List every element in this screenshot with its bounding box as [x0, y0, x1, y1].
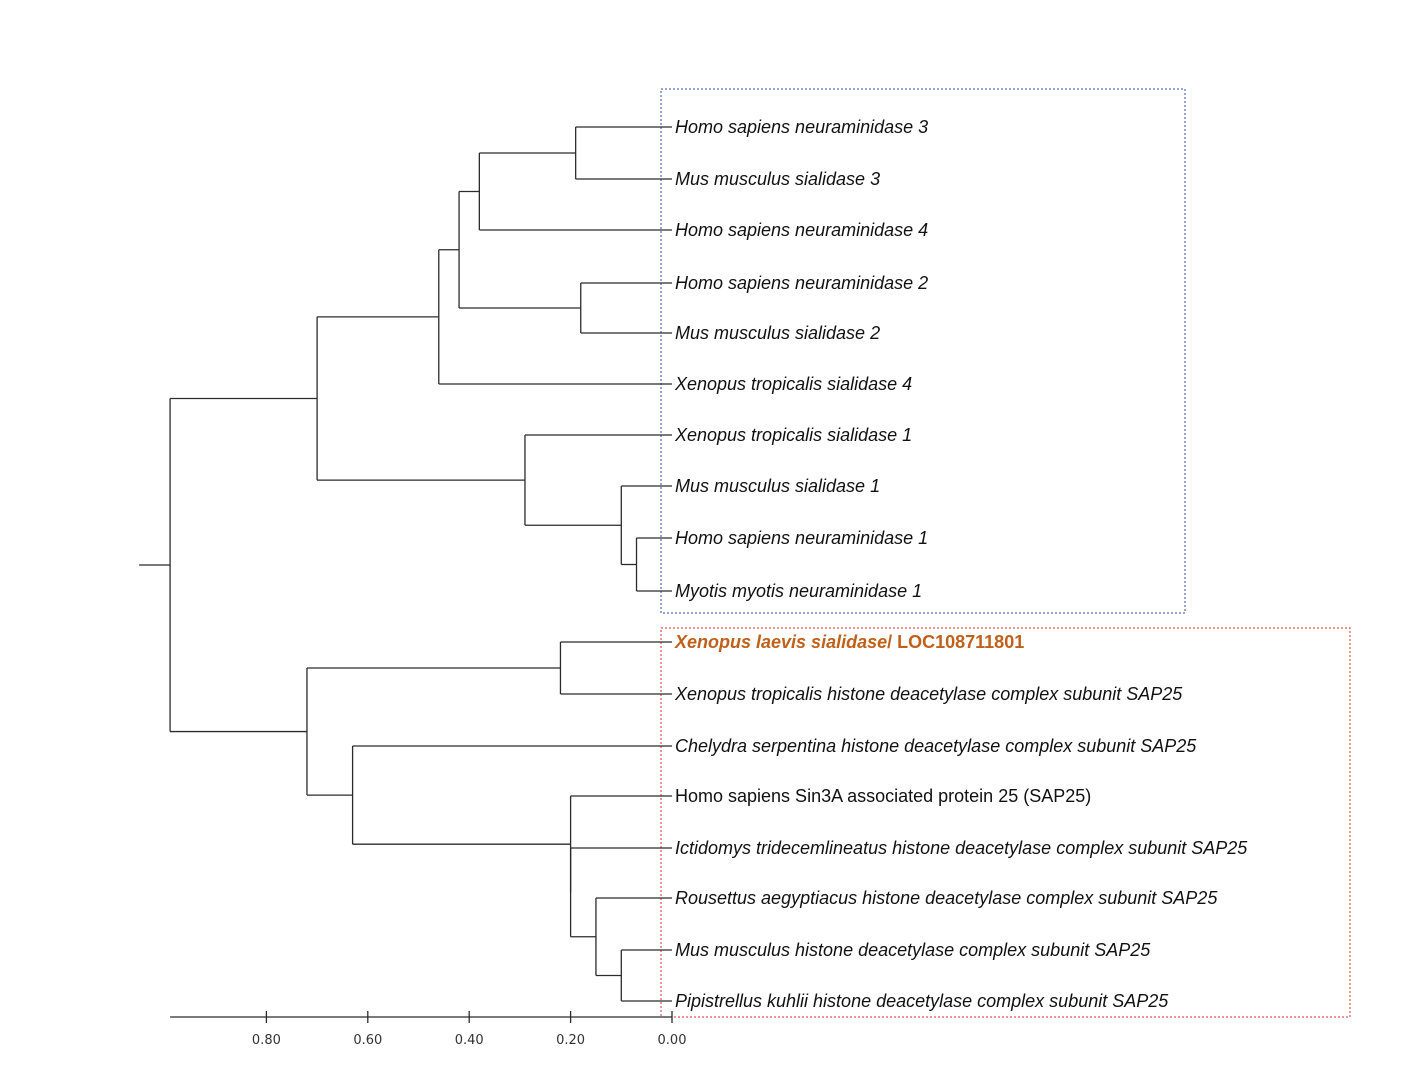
- leaf-label: Homo sapiens neuraminidase 3: [675, 117, 928, 137]
- scale-axis: 0.80 0.60 0.40 0.20 0.00: [170, 1011, 686, 1048]
- leaf-labels: Homo sapiens neuraminidase 3 Mus musculus…: [674, 117, 1248, 1011]
- leaf-label: Homo sapiens neuraminidase 4: [675, 220, 928, 240]
- leaf-label: Homo sapiens neuraminidase 1: [675, 528, 928, 548]
- leaf-label: Homo sapiens neuraminidase 2: [675, 273, 928, 293]
- leaf-label: Xenopus tropicalis sialidase 1: [674, 425, 912, 445]
- leaf-label: Mus musculus sialidase 2: [675, 323, 880, 343]
- leaf-label: Rousettus aegyptiacus histone deacetylas…: [675, 888, 1218, 908]
- scale-axis-tick-label: 0.00: [658, 1033, 687, 1048]
- scale-axis-tick-label: 0.40: [455, 1033, 484, 1048]
- leaf-label: Mus musculus histone deacetylase complex…: [675, 940, 1151, 960]
- sialidase-group-box: [660, 88, 1186, 614]
- leaf-label: Mus musculus sialidase 3: [675, 169, 880, 189]
- leaf-label: Xenopus laevis sialidase/ LOC108711801: [674, 632, 1024, 652]
- scale-axis-tick-label: 0.80: [252, 1033, 281, 1048]
- leaf-label: Xenopus tropicalis sialidase 4: [674, 374, 912, 394]
- leaf-label: Xenopus tropicalis histone deacetylase c…: [674, 684, 1183, 704]
- leaf-label: Chelydra serpentina histone deacetylase …: [675, 736, 1197, 756]
- scale-axis-tick-label: 0.60: [353, 1033, 382, 1048]
- leaf-label: Pipistrellus kuhlii histone deacetylase …: [675, 991, 1169, 1011]
- sap25-group-box: [660, 627, 1351, 1018]
- tree-branches: [139, 126, 672, 1002]
- leaf-label: Homo sapiens Sin3A associated protein 25…: [675, 786, 1091, 806]
- leaf-label: Myotis myotis neuraminidase 1: [675, 581, 922, 601]
- leaf-label: Ictidomys tridecemlineatus histone deace…: [675, 838, 1248, 858]
- scale-axis-tick-label: 0.20: [556, 1033, 585, 1048]
- leaf-label: Mus musculus sialidase 1: [675, 476, 880, 496]
